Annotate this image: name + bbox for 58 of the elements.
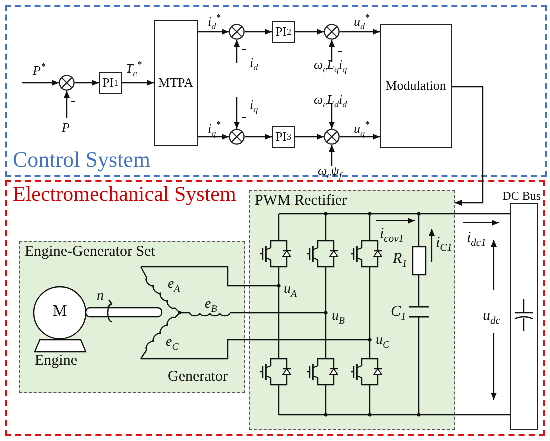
summing-junction (229, 24, 245, 40)
panel-title: Engine-Generator Set (25, 244, 156, 261)
signal-arrow (198, 29, 229, 35)
signal-arrow (245, 29, 272, 35)
summing-junction (324, 129, 340, 145)
summing-junction (59, 75, 75, 91)
current-label: i$_{dc1}$ (467, 231, 486, 246)
signal-arrow (329, 40, 335, 62)
signal-arrow (340, 29, 380, 35)
current-label: i$_{cov1}$ (380, 227, 404, 242)
signal-label: i$_{d}$ (250, 56, 258, 69)
signal-arrow (64, 91, 70, 118)
speed-label: n (97, 290, 104, 304)
component-label: C$_{1}$ (391, 305, 406, 320)
signal-arrow (329, 145, 335, 166)
minus-sign: - (71, 95, 76, 109)
signal-label: ω$_{e}$L$_{d}$i$_{d}$ (314, 93, 348, 106)
signal-arrow (452, 86, 484, 206)
dc-bus-title: DC Bus (502, 189, 541, 204)
subsystem-panel (249, 190, 455, 430)
signal-arrow (329, 104, 335, 129)
signal-arrow (122, 80, 154, 86)
motor-label: M (53, 304, 68, 320)
signal-arrow (198, 134, 229, 140)
system-title: Electromechanical System (13, 182, 236, 207)
system-title: Control System (13, 147, 151, 173)
minus-sign: - (242, 43, 247, 57)
system-boundary (5, 180, 545, 436)
bus-wire (455, 414, 510, 416)
signal-arrow (234, 40, 240, 63)
emf-label: e$_{A}$ (168, 278, 180, 292)
summing-junction (324, 24, 340, 40)
summing-junction (229, 129, 245, 145)
minus-sign: - (338, 45, 343, 59)
emf-label: e$_{B}$ (205, 298, 218, 312)
voltage-label: u$_{dc}$ (483, 309, 500, 324)
minus-sign: - (242, 111, 247, 125)
signal-arrow (245, 134, 272, 140)
current-label: i$_{C1}$ (436, 236, 452, 251)
part-label: Generator (168, 370, 228, 385)
part-label: Engine (35, 354, 78, 369)
panel-title: PWM Rectifier (255, 193, 348, 210)
signal-label: P (62, 121, 70, 134)
voltage-label: u$_{B}$ (332, 310, 345, 324)
bus-wire (455, 213, 510, 215)
signal-label: P$^{*}$ (33, 64, 46, 77)
control-block: MTPA (154, 20, 198, 146)
signal-arrow (340, 134, 380, 140)
signal-arrow (75, 80, 99, 86)
signal-arrow (22, 80, 59, 86)
voltage-label: u$_{C}$ (376, 334, 390, 348)
signal-arrow (295, 29, 324, 35)
voltage-label: u$_{A}$ (284, 283, 297, 297)
component-label: R$_{1}$ (393, 252, 408, 267)
control-block: Modulation (380, 24, 452, 148)
signal-arrow (234, 97, 240, 129)
signal-arrow (295, 134, 324, 140)
emf-label: e$_{C}$ (166, 336, 179, 350)
